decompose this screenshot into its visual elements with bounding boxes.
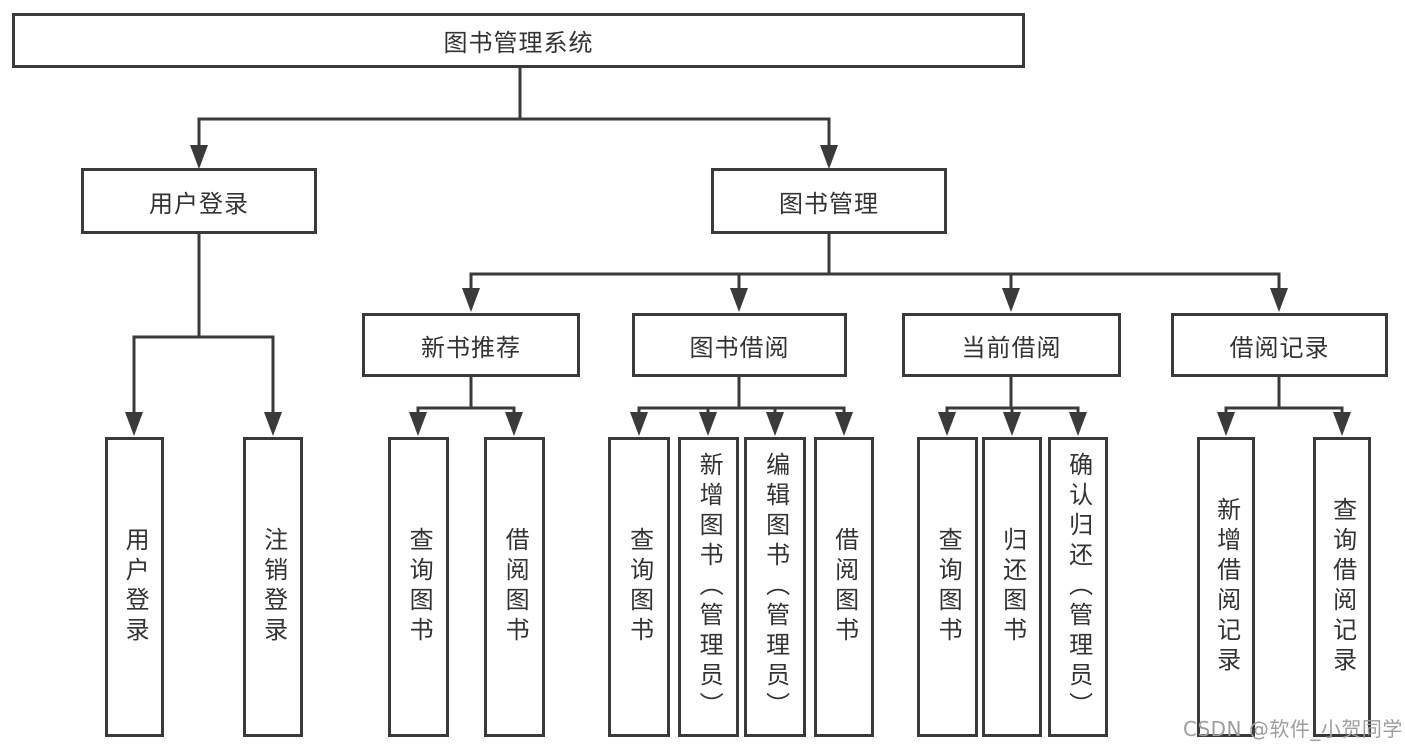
leaf-user-login: 用户登录 — [105, 437, 164, 737]
watermark-text: CSDN @软件_小贺同学 — [1183, 717, 1403, 741]
node-new-book-recommend-label: 新书推荐 — [421, 333, 521, 362]
leaf-borrow-borrow-books-label: 借阅图书 — [830, 527, 859, 647]
node-borrow-records: 借阅记录 — [1171, 313, 1388, 377]
node-borrow-records-label: 借阅记录 — [1229, 333, 1330, 362]
node-book-borrow-label: 图书借阅 — [689, 333, 790, 362]
node-root: 图书管理系统 — [12, 13, 1025, 68]
node-user-login: 用户登录 — [81, 168, 317, 234]
leaf-borrow-borrow-books: 借阅图书 — [814, 437, 874, 737]
leaf-current-return-books-label: 归还图书 — [998, 527, 1027, 647]
leaf-logout-login: 注销登录 — [243, 437, 303, 737]
leaf-borrow-edit-books-admin: 编辑图书（管理员） — [744, 437, 806, 737]
leaf-records-add-record-label: 新增借阅记录 — [1212, 497, 1241, 677]
leaf-recommend-query-books-label: 查询图书 — [405, 527, 434, 647]
node-book-borrow: 图书借阅 — [632, 313, 847, 377]
leaf-borrow-edit-books-admin-label: 编辑图书（管理员） — [761, 452, 790, 722]
node-current-borrow: 当前借阅 — [902, 313, 1121, 377]
leaf-logout-login-label: 注销登录 — [259, 527, 288, 647]
leaf-records-add-record: 新增借阅记录 — [1197, 437, 1255, 737]
leaf-records-query-record: 查询借阅记录 — [1313, 437, 1371, 737]
leaf-borrow-query-books: 查询图书 — [608, 437, 670, 737]
node-root-label: 图书管理系统 — [443, 29, 594, 57]
leaf-user-login-label: 用户登录 — [121, 527, 150, 647]
node-new-book-recommend: 新书推荐 — [362, 313, 580, 377]
leaf-current-query-books: 查询图书 — [917, 437, 978, 737]
leaf-records-query-record-label: 查询借阅记录 — [1328, 497, 1357, 677]
node-book-management-label: 图书管理 — [779, 189, 879, 218]
leaf-current-confirm-return-admin: 确认归还（管理员） — [1048, 437, 1108, 737]
leaf-recommend-borrow-books-label: 借阅图书 — [501, 527, 530, 647]
node-book-management: 图书管理 — [711, 168, 947, 234]
leaf-recommend-borrow-books: 借阅图书 — [484, 437, 545, 737]
leaf-current-query-books-label: 查询图书 — [934, 527, 963, 647]
leaf-current-return-books: 归还图书 — [982, 437, 1042, 737]
leaf-borrow-query-books-label: 查询图书 — [625, 527, 654, 647]
leaf-current-confirm-return-admin-label: 确认归还（管理员） — [1064, 452, 1093, 722]
leaf-borrow-add-books-admin-label: 新增图书（管理员） — [695, 452, 724, 722]
node-current-borrow-label: 当前借阅 — [961, 333, 1062, 362]
leaf-recommend-query-books: 查询图书 — [388, 437, 449, 737]
leaf-borrow-add-books-admin: 新增图书（管理员） — [678, 437, 739, 737]
node-user-login-label: 用户登录 — [149, 189, 249, 218]
